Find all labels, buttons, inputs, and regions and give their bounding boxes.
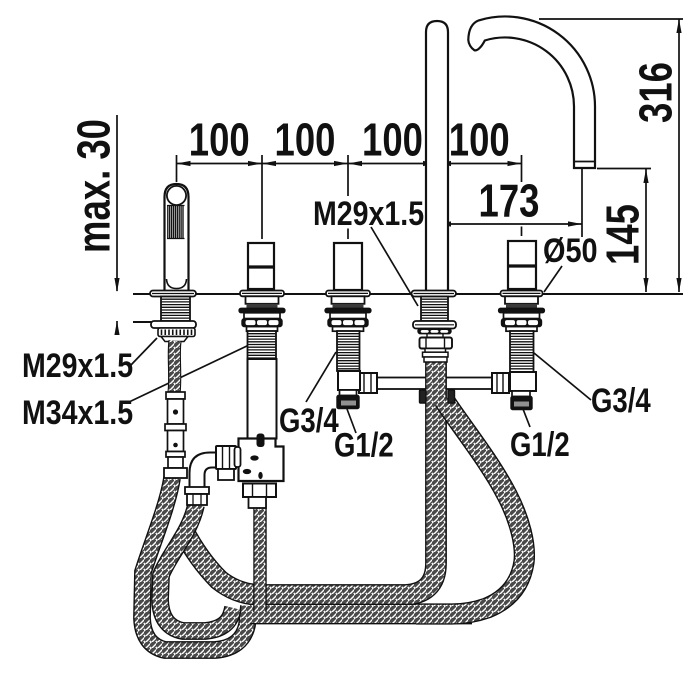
- svg-text:max. 30: max. 30: [67, 119, 119, 253]
- svg-text:316: 316: [629, 62, 681, 123]
- svg-text:G1/2: G1/2: [334, 426, 394, 464]
- svg-text:145: 145: [596, 204, 648, 265]
- svg-text:G3/4: G3/4: [591, 381, 651, 419]
- svg-text:100: 100: [362, 113, 423, 165]
- svg-text:M29x1.5: M29x1.5: [22, 347, 133, 385]
- svg-text:Ø50: Ø50: [543, 231, 598, 270]
- svg-text:M29x1.5: M29x1.5: [313, 195, 424, 233]
- svg-text:100: 100: [275, 113, 336, 165]
- svg-text:G3/4: G3/4: [279, 401, 339, 439]
- svg-text:173: 173: [479, 174, 540, 226]
- svg-text:100: 100: [189, 113, 250, 165]
- svg-text:M34x1.5: M34x1.5: [22, 394, 133, 432]
- svg-text:100: 100: [449, 113, 510, 165]
- svg-text:G1/2: G1/2: [510, 425, 570, 463]
